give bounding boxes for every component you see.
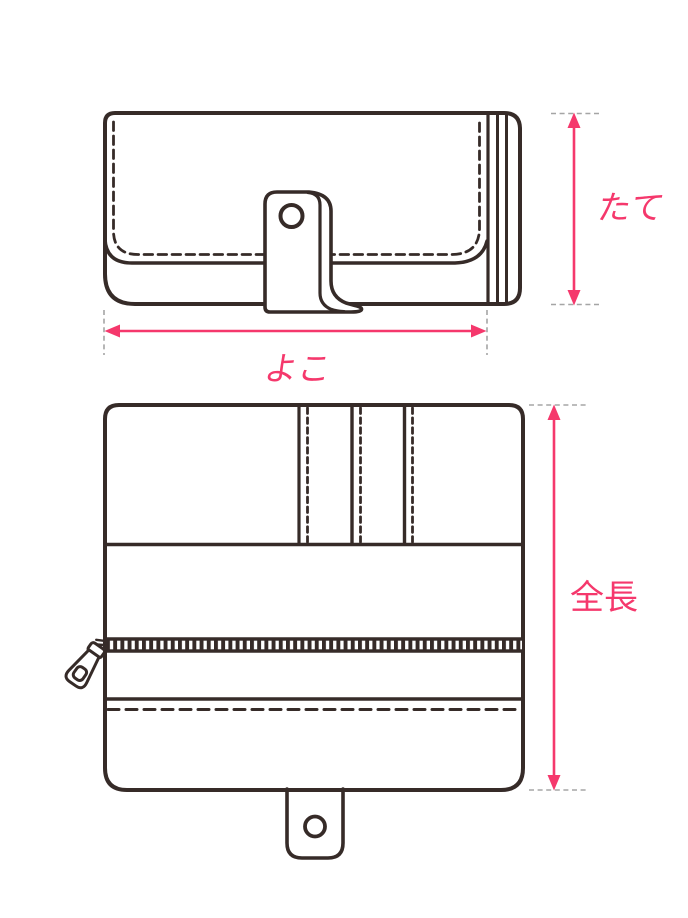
card-slot-dividers — [297, 404, 414, 546]
zipper-pull-icon — [64, 638, 109, 690]
zipper — [104, 637, 524, 653]
arrowhead-up-icon — [567, 112, 581, 128]
yoko-label: よこ — [262, 349, 335, 388]
snap-strap — [263, 190, 364, 314]
arrowhead-down-icon — [567, 290, 581, 306]
zencho-dimension: 全長 — [529, 404, 638, 791]
tate-label: たて — [595, 188, 668, 227]
zipper-teeth-band — [106, 638, 522, 652]
yoko-dimension: よこ — [103, 310, 488, 388]
arrowhead-down-icon — [547, 775, 561, 791]
stitch-line — [112, 120, 481, 256]
arrowhead-left-icon — [104, 324, 120, 338]
closed-wallet-view — [103, 111, 522, 314]
bottom-snap-tab — [282, 787, 348, 860]
snap-button-icon — [278, 203, 305, 229]
zipper-pull-hole — [71, 665, 89, 682]
open-wallet-view — [64, 403, 525, 860]
snap-hole-icon — [303, 814, 327, 839]
arrowhead-right-icon — [471, 324, 487, 338]
arrowhead-up-icon — [547, 404, 561, 420]
open-wallet-outline — [103, 403, 525, 792]
zencho-label: 全長 — [570, 578, 638, 618]
tate-dimension: たて — [551, 112, 668, 306]
snap-strap-front-edge — [306, 190, 346, 314]
